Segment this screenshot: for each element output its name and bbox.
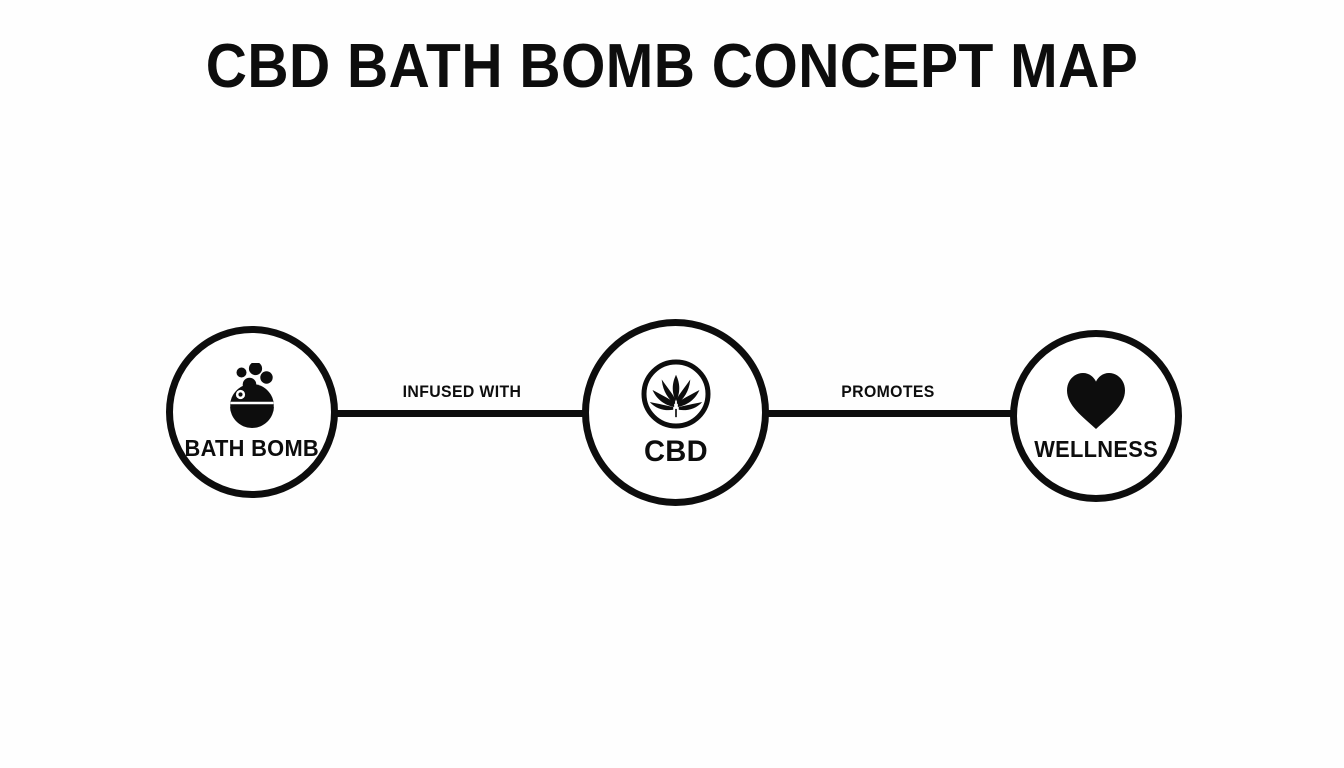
edge-label-promotes: PROMOTES [841,382,935,401]
cannabis-leaf-icon [639,357,713,431]
edge-label-infused-with: INFUSED WITH [402,382,522,401]
bath-bomb-icon [221,361,283,429]
node-wellness[interactable]: WELLNESS [1010,330,1182,502]
edge-connector-bathbomb-cbd [336,410,588,417]
node-label-wellness: WELLNESS [1034,435,1158,462]
heart-icon [1063,370,1129,432]
node-cbd[interactable]: CBD [582,319,769,506]
node-bath-bomb[interactable]: BATH BOMB [166,326,338,498]
page-title: CBD BATH BOMB CONCEPT MAP [205,32,1139,101]
node-label-cbd: CBD [643,434,708,468]
edge-connector-cbd-wellness [762,410,1014,417]
node-label-bath-bomb: BATH BOMB [184,434,320,461]
